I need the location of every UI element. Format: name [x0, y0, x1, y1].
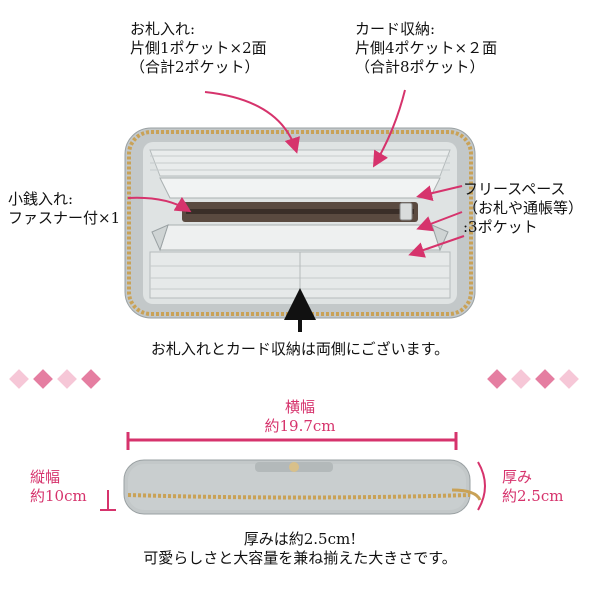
height-dimension: 縦幅 約10cm: [30, 468, 87, 506]
footer-line-1: 厚みは約2.5cm!: [243, 530, 357, 548]
width-value: 約19.7cm: [264, 417, 336, 435]
callout-free-space: フリースペース （お札や通帳等） :3ポケット: [463, 180, 584, 236]
height-bracket: [100, 490, 116, 511]
width-label: 横幅: [284, 398, 315, 416]
arrow-bill-pocket: [204, 91, 300, 154]
callout-bill-pocket: お札入れ: 片側1ポケット×2面 （合計2ポケット）: [130, 20, 267, 76]
depth-value: 約2.5cm: [502, 487, 564, 505]
depth-dimension: 厚み 約2.5cm: [502, 468, 563, 506]
diamond-divider-left: [9, 369, 101, 389]
callout-card-slots: カード収納: 片側4ポケット×２面 （合計8ポケット）: [355, 20, 498, 76]
arrow-free-1: [416, 185, 463, 202]
arrow-coin-pocket: [127, 196, 192, 213]
height-value: 約10cm: [30, 487, 87, 505]
arrow-card-slots: [372, 89, 406, 168]
width-dimension: 横幅 約19.7cm: [200, 398, 400, 436]
diamond-divider-right: [487, 369, 579, 389]
footer-line-2: 可愛らしさと大容量を兼ね揃えた大きさです。: [143, 549, 457, 567]
depth-bracket: [477, 461, 486, 511]
width-bracket: [126, 432, 458, 450]
note-both-sides: お札入れとカード収納は両側にございます。: [150, 340, 450, 358]
arrow-free-2: [416, 211, 463, 232]
depth-label: 厚み: [502, 468, 533, 486]
closed-wallet-photo: [123, 459, 482, 515]
height-label: 縦幅: [30, 468, 61, 486]
footer-caption: 厚みは約2.5cm! 可愛らしさと大容量を兼ね揃えた大きさです。: [0, 530, 600, 568]
callout-coin-pocket: 小銭入れ: ファスナー付×1: [8, 190, 121, 227]
arrow-free-3: [408, 235, 465, 258]
